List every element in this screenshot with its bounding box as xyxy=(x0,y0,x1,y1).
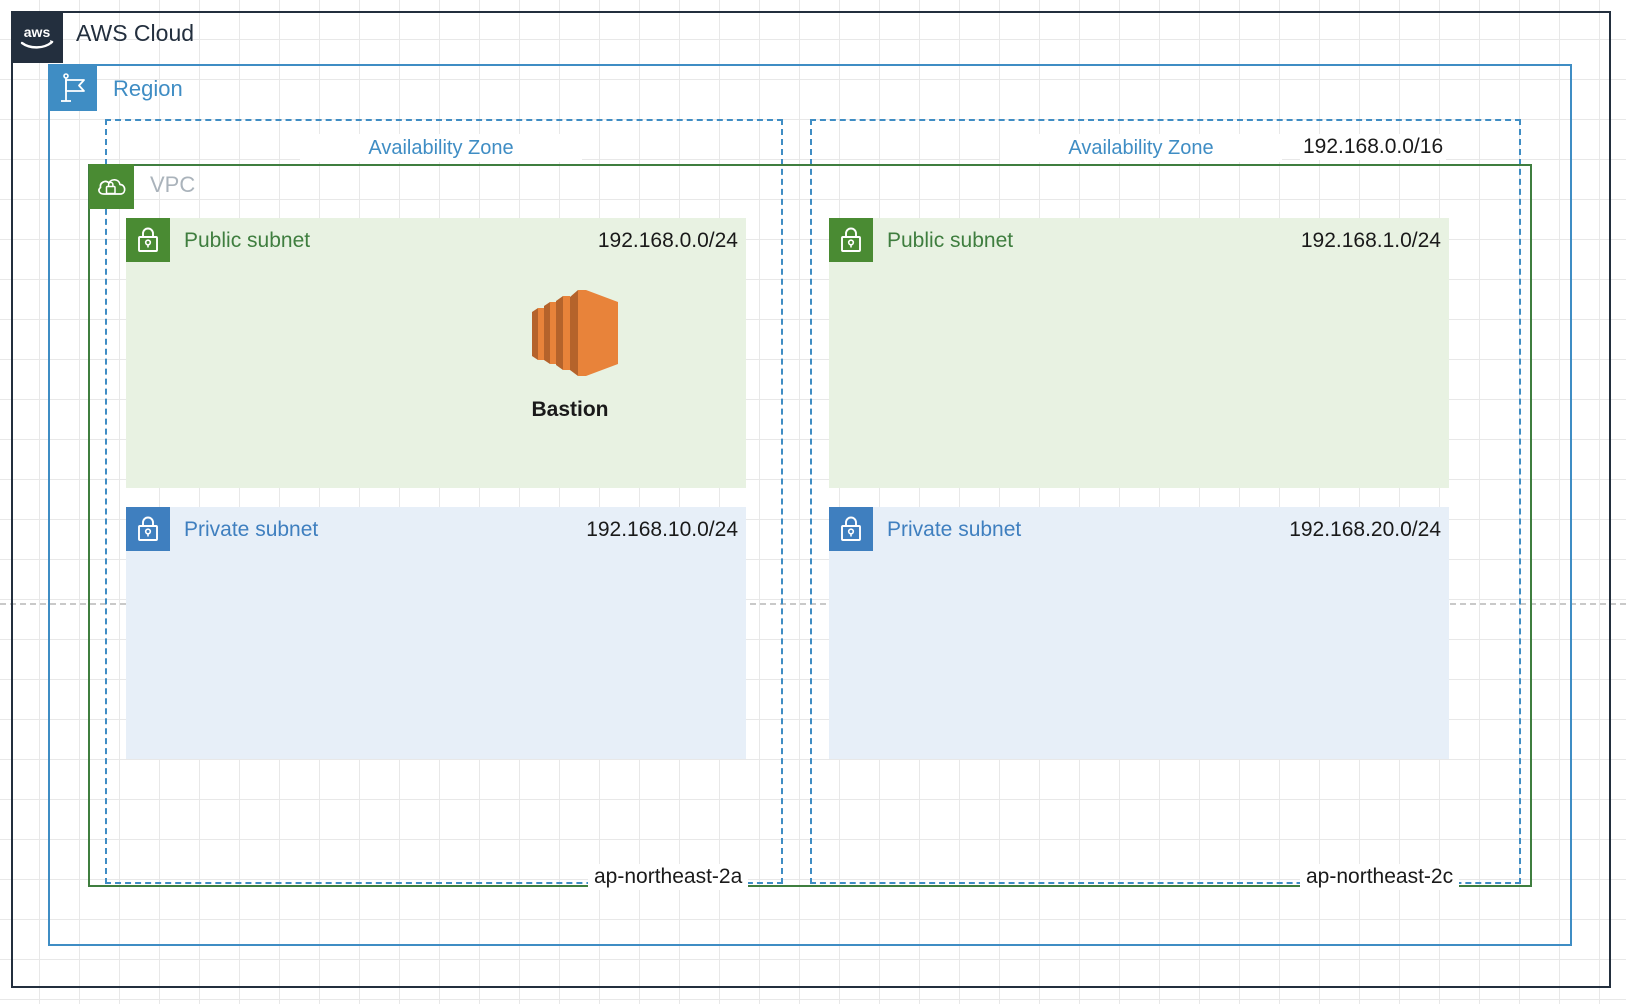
public-subnet-a-cidr: 192.168.0.0/24 xyxy=(597,229,738,252)
private-subnet-c[interactable]: Private subnet 192.168.20.0/24 xyxy=(829,507,1449,759)
availability-zone-name-c: ap-northeast-2c xyxy=(1300,864,1460,890)
vpc-cidr-label: 192.168.0.0/16 xyxy=(1300,134,1447,160)
vpc-cloud-lock-icon xyxy=(89,164,134,209)
public-subnet-c[interactable]: Public subnet 192.168.1.0/24 xyxy=(829,218,1449,488)
vpc-group[interactable] xyxy=(88,164,1532,887)
private-subnet-c-cidr: 192.168.20.0/24 xyxy=(1289,518,1441,541)
region-flag-icon xyxy=(50,64,97,111)
bastion-node-label: Bastion xyxy=(531,398,609,421)
padlock-icon xyxy=(829,218,873,262)
vpc-border-top xyxy=(133,164,1532,166)
private-subnet-a-label: Private subnet xyxy=(184,518,319,541)
aws-cloud-group[interactable] xyxy=(11,11,1611,988)
availability-zone-group-a[interactable] xyxy=(105,119,783,884)
availability-zone-group-c[interactable] xyxy=(810,119,1521,884)
availability-zone-title-c: Availability Zone xyxy=(1000,134,1282,162)
private-subnet-a-cidr: 192.168.10.0/24 xyxy=(586,518,738,541)
svg-text:aws: aws xyxy=(24,24,51,40)
private-subnet-c-label: Private subnet xyxy=(887,518,1022,541)
ec2-instance-icon xyxy=(495,278,645,390)
padlock-icon xyxy=(126,507,170,551)
padlock-icon xyxy=(126,218,170,262)
public-subnet-a-label: Public subnet xyxy=(184,229,311,252)
public-subnet-c-cidr: 192.168.1.0/24 xyxy=(1300,229,1441,252)
region-group[interactable] xyxy=(48,64,1572,946)
aws-cloud-label: AWS Cloud xyxy=(76,20,195,46)
region-label: Region xyxy=(113,76,183,101)
public-subnet-a[interactable]: Public subnet 192.168.0.0/24 xyxy=(126,218,746,488)
region-border-top xyxy=(96,64,1572,66)
aws-cloud-border-top-right xyxy=(63,11,1611,13)
bastion-node[interactable]: Bastion xyxy=(495,278,645,422)
availability-zone-title-a: Availability Zone xyxy=(300,134,582,162)
padlock-icon xyxy=(829,507,873,551)
public-subnet-c-label: Public subnet xyxy=(887,229,1014,252)
vpc-label: VPC xyxy=(150,172,196,197)
aws-logo-icon: aws xyxy=(11,11,63,63)
private-subnet-a[interactable]: Private subnet 192.168.10.0/24 xyxy=(126,507,746,759)
availability-zone-name-a: ap-northeast-2a xyxy=(588,864,749,890)
horizontal-guide-line xyxy=(0,603,1626,605)
